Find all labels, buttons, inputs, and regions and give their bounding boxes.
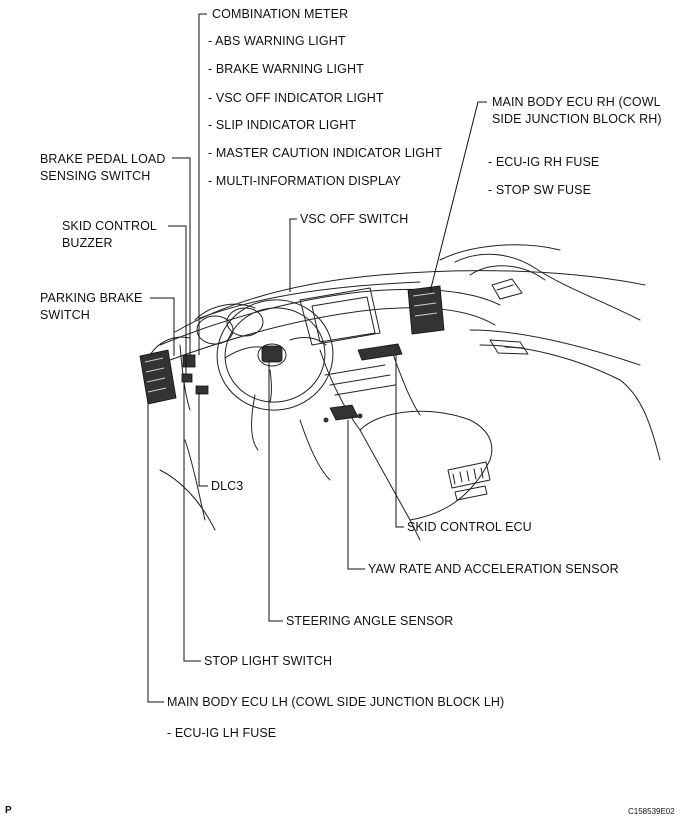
label-dlc3: DLC3 — [211, 479, 244, 493]
label-ecu-ig-lh-fuse: - ECU-IG LH FUSE — [167, 726, 277, 740]
label-stop-light-switch: STOP LIGHT SWITCH — [204, 654, 333, 668]
label-brake-pedal-load-sensing-switch: BRAKE PEDAL LOAD SENSING SWITCH — [40, 152, 166, 183]
label-ecu-ig-rh-fuse: - ECU-IG RH FUSE — [488, 155, 600, 169]
label-vsc-off-indicator-light: - VSC OFF INDICATOR LIGHT — [208, 91, 384, 105]
label-slip-indicator-light: - SLIP INDICATOR LIGHT — [208, 118, 357, 132]
label-stop-sw-fuse: - STOP SW FUSE — [488, 183, 592, 197]
label-parking-brake-switch: PARKING BRAKE SWITCH — [40, 291, 143, 322]
label-yaw-rate-acceleration-sensor: YAW RATE AND ACCELERATION SENSOR — [368, 562, 619, 576]
label-steering-angle-sensor: STEERING ANGLE SENSOR — [286, 614, 454, 628]
label-skid-control-buzzer: SKID CONTROL BUZZER — [62, 219, 157, 250]
label-brake-warning-light: - BRAKE WARNING LIGHT — [208, 62, 364, 76]
label-skid-control-ecu: SKID CONTROL ECU — [407, 520, 532, 534]
label-multi-information-display: - MULTI-INFORMATION DISPLAY — [208, 174, 401, 188]
figure-code: C158539E02 — [628, 807, 675, 816]
label-vsc-off-switch: VSC OFF SWITCH — [300, 212, 409, 226]
label-master-caution-indicator-light: - MASTER CAUTION INDICATOR LIGHT — [208, 146, 442, 160]
label-main-body-ecu-lh: MAIN BODY ECU LH (COWL SIDE JUNCTION BLO… — [167, 695, 505, 709]
label-abs-warning-light: - ABS WARNING LIGHT — [208, 34, 346, 48]
label-combination-meter: COMBINATION METER — [212, 7, 349, 21]
label-main-body-ecu-rh: MAIN BODY ECU RH (COWL SIDE JUNCTION BLO… — [492, 95, 662, 126]
page-letter: P — [5, 805, 12, 816]
